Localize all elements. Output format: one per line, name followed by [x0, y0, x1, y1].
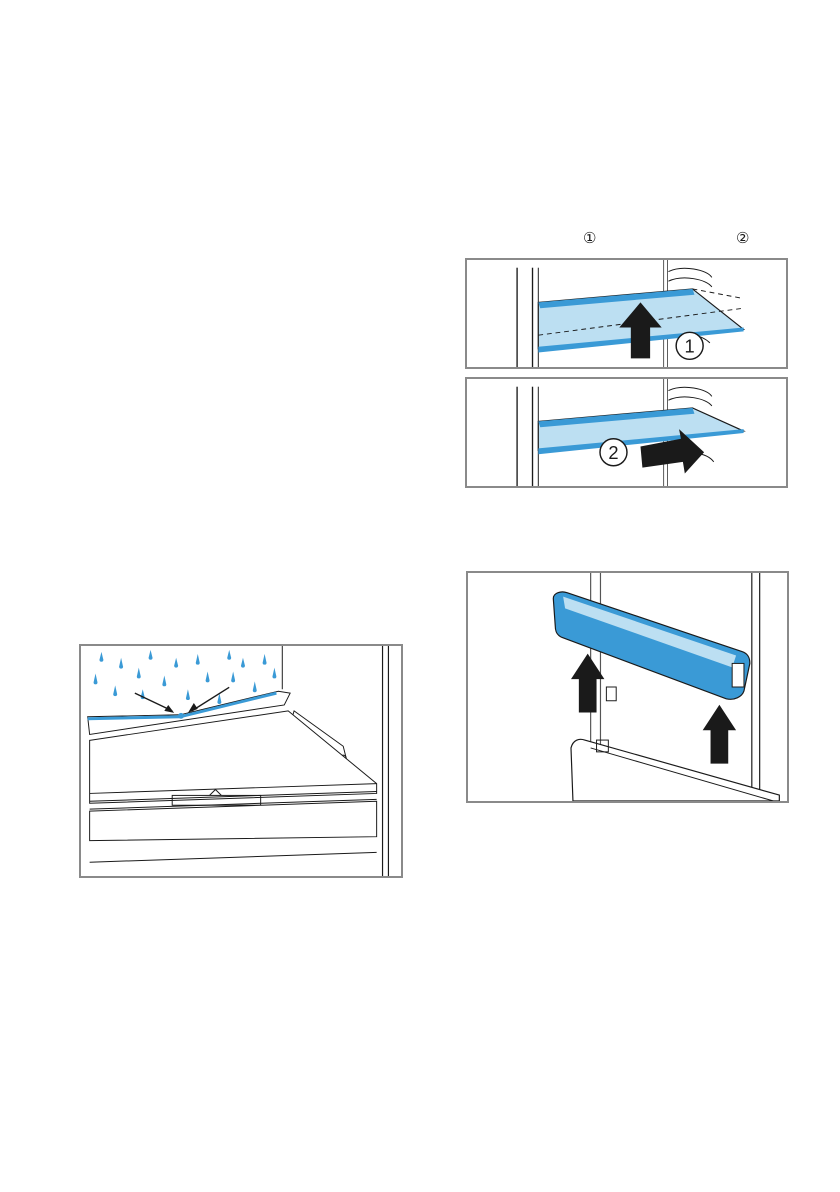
shelf-pull-illustration: 2: [467, 379, 786, 486]
drain-channel-figure: [79, 644, 403, 878]
shelf-pull-figure: 2: [465, 377, 788, 488]
step-ref-1: ①: [583, 231, 596, 246]
door-shelf-figure: [466, 571, 789, 803]
step-ref-2: ②: [736, 231, 749, 246]
water-drop-icon: [94, 650, 277, 704]
arrow-up-icon: [703, 705, 736, 764]
door-shelf-illustration: [468, 573, 787, 801]
arrow-up-icon: [571, 654, 604, 713]
callout-label-2: 2: [608, 442, 618, 463]
shelf-lift-illustration: 1: [467, 260, 786, 367]
drain-channel-illustration: [81, 646, 401, 876]
shelf-lift-figure: 1: [465, 258, 788, 369]
callout-label-1: 1: [685, 336, 695, 357]
